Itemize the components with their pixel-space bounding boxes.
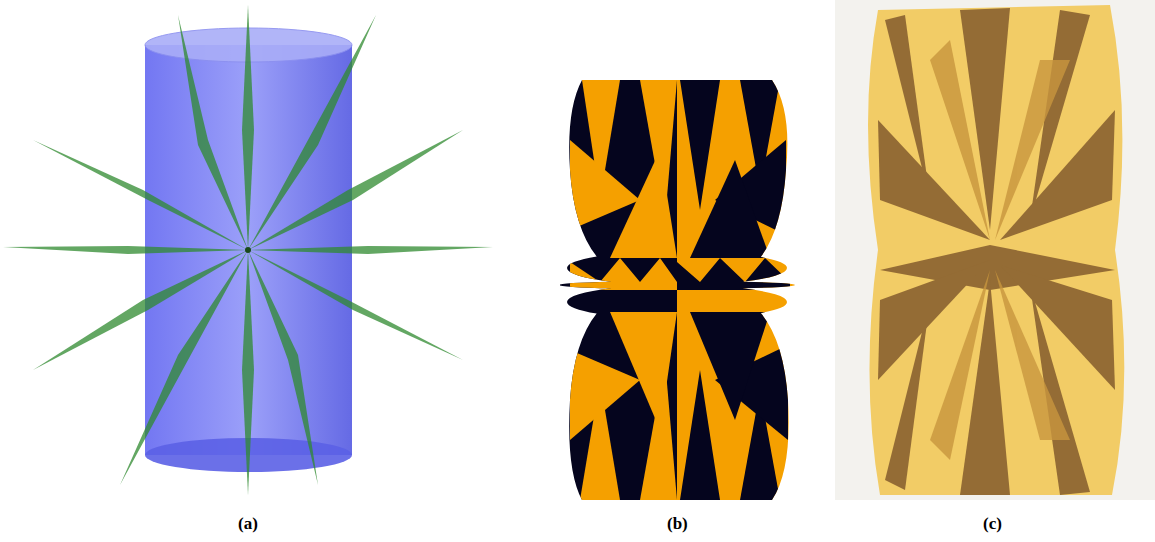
panel-label: (c)	[983, 514, 1002, 534]
pattern-figure	[560, 70, 797, 510]
panel-label: (b)	[667, 514, 688, 534]
photo-figure	[835, 0, 1155, 500]
cylinder-figure	[3, 5, 493, 495]
panel-label: (a)	[238, 514, 258, 534]
